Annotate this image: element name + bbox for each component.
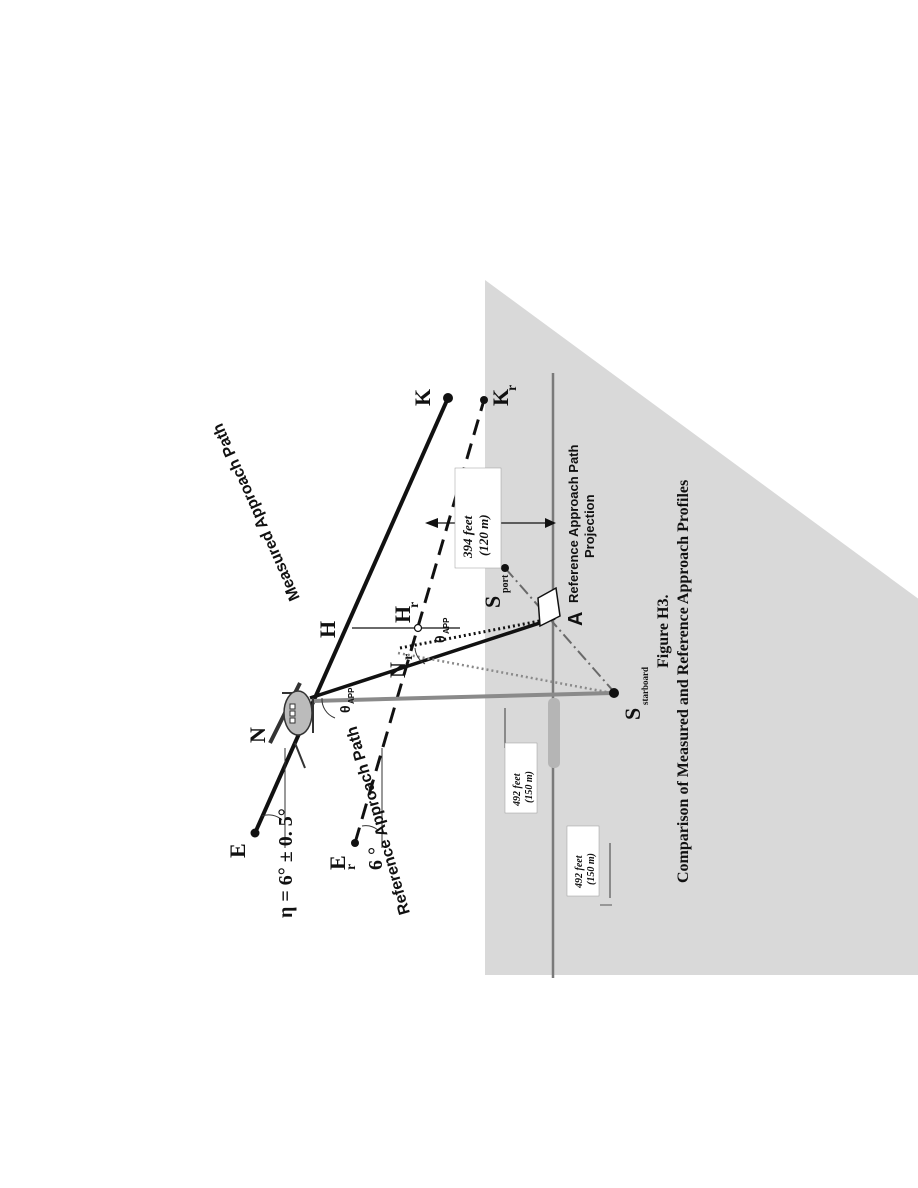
dim-492c-box: [566, 825, 600, 897]
label-Hr-sub: r: [407, 602, 422, 608]
label-H: H: [315, 621, 340, 638]
label-A: A: [565, 612, 587, 626]
label-Er-sub: r: [344, 864, 359, 870]
landing-pad-marker: [548, 698, 560, 768]
point-Kr: [480, 396, 488, 404]
rotated-figure: E E r N N r H H r K K r A S port S starb…: [210, 280, 918, 978]
label-394-b: (120 m): [476, 514, 491, 556]
label-S-starboard-sub: starboard: [640, 667, 650, 705]
label-theta-measured-sub: APP: [347, 687, 356, 704]
label-S-port: S: [480, 596, 505, 608]
label-492c-b: (150 m): [586, 853, 597, 885]
label-492-b: (150 m): [524, 771, 535, 803]
hr-marker: [413, 623, 423, 633]
point-S-port: [501, 564, 509, 572]
microphone-line: [504, 567, 616, 694]
label-measured-path: Measured Approach Path: [210, 421, 304, 604]
label-492-a: 492 feet: [512, 772, 523, 807]
point-S-starboard: [609, 688, 619, 698]
label-S-starboard: S: [620, 708, 645, 720]
n-to-starboard-line: [311, 691, 613, 703]
dim-492-box: [504, 742, 538, 814]
theta-arc-measured: [321, 697, 336, 719]
label-projection-line2: Projection: [582, 494, 597, 558]
label-theta-reference-sub: APP: [442, 617, 451, 634]
label-N: N: [245, 727, 270, 743]
label-Nr: N: [385, 662, 410, 678]
eta-angle-arc: [261, 814, 283, 821]
label-theta-measured: θ: [337, 705, 353, 713]
point-Er: [351, 839, 359, 847]
nr-to-a-dotted: [399, 616, 556, 650]
label-S-port-sub: port: [500, 574, 511, 593]
label-394-a: 394 feet: [460, 515, 475, 559]
label-six-deg: 6 °: [365, 847, 387, 870]
label-eta: η = 6° ± 0. 5°: [275, 808, 297, 918]
label-theta-reference: θ: [432, 635, 448, 643]
dim-394-arrowhead-top: [425, 518, 438, 528]
six-angle-arc: [361, 825, 379, 831]
label-E: E: [225, 843, 250, 858]
caption-figure-number: Figure H3.: [655, 595, 672, 668]
ground-plane: [485, 280, 918, 975]
dim-394-box: [454, 467, 502, 569]
label-Hr: H: [390, 606, 415, 623]
label-K: K: [410, 389, 435, 406]
nr-to-starboard-dotted: [397, 651, 613, 695]
label-492c-a: 492 feet: [574, 854, 585, 889]
label-Kr: K: [488, 389, 513, 406]
landing-pad-a: [537, 586, 561, 628]
label-projection-line1: Reference Approach Path: [566, 444, 581, 603]
label-Kr-sub: r: [505, 385, 520, 391]
helicopter-icon: [268, 682, 314, 769]
label-reference-path: Reference Approach Path: [344, 724, 414, 916]
measured-approach-path: [253, 397, 450, 834]
theta-arc-reference: [414, 647, 426, 665]
n-to-a-line: [309, 616, 556, 700]
dim-394-arrowhead-bottom: [545, 518, 556, 528]
point-E: [250, 828, 260, 838]
point-K: [443, 393, 453, 403]
caption-title: Comparison of Measured and Reference App…: [675, 480, 692, 883]
label-Er: E: [325, 855, 350, 870]
label-Nr-sub: r: [401, 654, 416, 660]
